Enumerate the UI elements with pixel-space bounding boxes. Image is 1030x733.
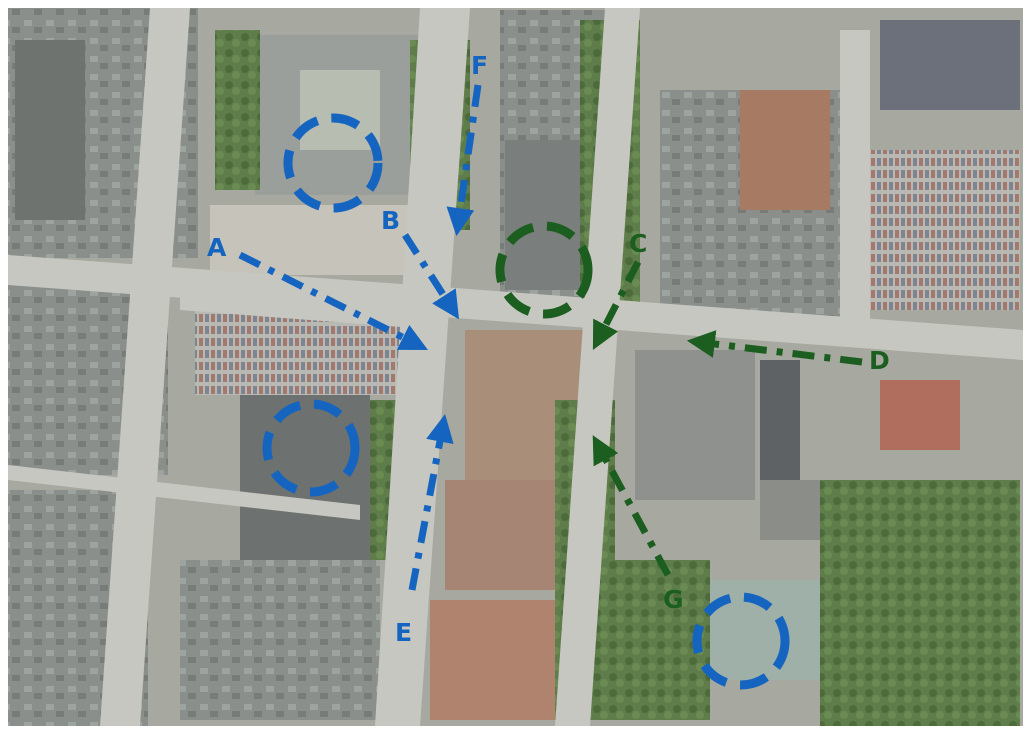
label-b: B xyxy=(381,206,400,235)
label-a: A xyxy=(207,233,227,262)
dashed-circle-icon xyxy=(262,399,360,497)
dashed-circle-icon xyxy=(283,113,383,213)
building-blocks xyxy=(8,8,1020,726)
label-e: E xyxy=(395,618,412,647)
dashed-arrow-icon xyxy=(686,330,863,366)
route-labels: A B C D E F G xyxy=(207,51,890,647)
arrow-markers xyxy=(238,84,863,591)
label-g: G xyxy=(663,585,684,614)
dashed-circle-icon xyxy=(692,592,790,690)
dashed-arrow-icon xyxy=(238,251,428,351)
dashed-arrow-icon xyxy=(446,84,482,237)
label-d: D xyxy=(869,346,890,375)
dashed-circle-icon xyxy=(495,221,593,319)
dashed-arrow-icon xyxy=(592,260,642,350)
label-f: F xyxy=(471,51,488,80)
circle-markers xyxy=(262,113,790,690)
label-c: C xyxy=(629,229,647,258)
dashed-arrow-icon xyxy=(408,413,454,591)
dashed-arrow-icon xyxy=(402,233,460,320)
